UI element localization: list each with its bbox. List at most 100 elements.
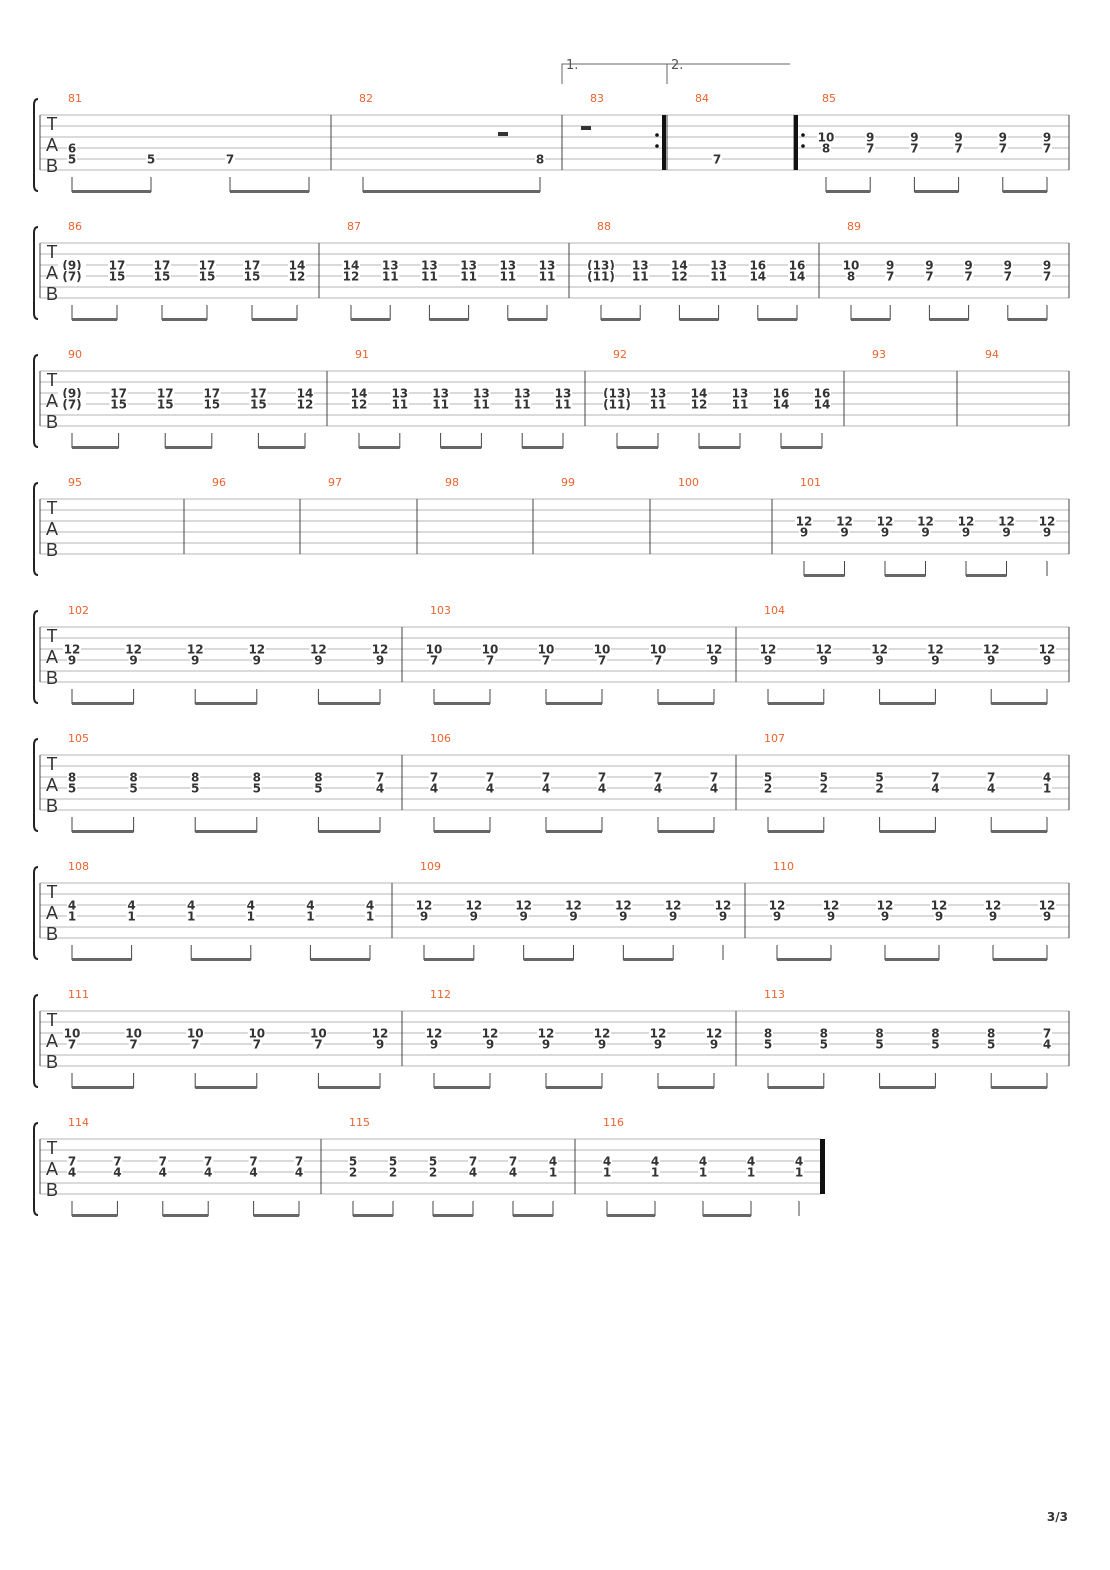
fret-bg xyxy=(650,1155,660,1167)
fret-bg xyxy=(731,398,749,410)
fret-number: 1 xyxy=(1043,782,1051,796)
fret-bg xyxy=(1001,526,1012,538)
fret-number: (13) xyxy=(587,259,615,273)
fret-bg xyxy=(548,1155,558,1167)
fret-bg xyxy=(709,259,728,271)
measure-number: 94 xyxy=(985,348,999,361)
fret-bg xyxy=(425,1027,443,1039)
tab-clef-letter: T xyxy=(47,370,58,390)
fret-number: 17 xyxy=(157,387,174,401)
fret-bg xyxy=(128,654,139,666)
fret-bg xyxy=(593,1027,611,1039)
fret-bg xyxy=(870,643,889,655)
fret-number: 12 xyxy=(796,515,813,529)
fret-number: 8 xyxy=(764,1027,772,1041)
beam xyxy=(914,190,959,193)
fret-number: 9 xyxy=(1043,526,1051,540)
fret-bg xyxy=(431,387,450,399)
fret-bg xyxy=(924,259,935,271)
fret-number: 11 xyxy=(710,270,727,284)
fret-number: 1 xyxy=(247,910,255,924)
fret-number: 13 xyxy=(710,259,727,273)
fret-number: 9 xyxy=(764,654,772,668)
fret-bg xyxy=(874,782,885,794)
fret-number: 9 xyxy=(669,910,677,924)
fret-number: 1 xyxy=(699,1166,707,1180)
fret-number: 10 xyxy=(650,643,667,657)
fret-number: 12 xyxy=(187,643,204,657)
fret-bg xyxy=(649,643,667,655)
beam xyxy=(885,574,926,577)
fret-bg xyxy=(603,398,631,410)
fret-number: 13 xyxy=(499,259,516,273)
fret-bg xyxy=(124,643,143,655)
fret-bg xyxy=(1042,1038,1052,1050)
fret-bg xyxy=(67,771,77,783)
tab-clef-letter: B xyxy=(46,284,58,304)
beam xyxy=(318,1086,380,1089)
fret-bg xyxy=(67,782,77,794)
fret-bg xyxy=(67,1038,77,1050)
fret-bg xyxy=(818,782,829,794)
fret-bg xyxy=(156,398,175,410)
fret-bg xyxy=(190,771,201,783)
system-bracket xyxy=(33,866,39,960)
fret-bg xyxy=(690,387,708,399)
fret-bg xyxy=(429,654,439,666)
fret-number: 5 xyxy=(764,1038,772,1052)
fret-bg xyxy=(251,654,262,666)
fret-bg xyxy=(554,398,572,410)
fret-bg xyxy=(597,771,607,783)
fret-number: 9 xyxy=(962,526,970,540)
fret-bg xyxy=(953,131,964,143)
fret-number: 9 xyxy=(820,654,828,668)
fret-bg xyxy=(225,153,235,165)
fret-number: 7 xyxy=(191,1038,199,1052)
fret-number: 7 xyxy=(598,771,606,785)
fret-number: 15 xyxy=(109,270,126,284)
page-number: 3/3 xyxy=(1046,1510,1068,1524)
fret-number: 12 xyxy=(289,270,306,284)
fret-number: 8 xyxy=(987,1027,995,1041)
beam xyxy=(757,318,797,321)
fret-bg xyxy=(420,270,439,282)
fret-number: 12 xyxy=(836,515,853,529)
fret-number: 9 xyxy=(800,526,808,540)
fret-bg xyxy=(876,515,894,527)
fret-number: 9 xyxy=(253,654,261,668)
fret-bg xyxy=(472,387,491,399)
fret-bg xyxy=(718,910,728,922)
fret-bg xyxy=(112,1166,123,1178)
fret-number: 12 xyxy=(877,515,894,529)
fret-number: 7 xyxy=(430,771,438,785)
fret-bg xyxy=(957,515,975,527)
measure-number: 116 xyxy=(603,1116,624,1129)
fret-number: 11 xyxy=(432,398,449,412)
measure-number: 100 xyxy=(678,476,699,489)
fret-number: 2 xyxy=(764,782,772,796)
fret-bg xyxy=(1038,643,1056,655)
measure-number: 89 xyxy=(847,220,861,233)
fret-number: 4 xyxy=(469,1166,477,1180)
beam xyxy=(523,958,574,961)
fret-number: 7 xyxy=(987,771,995,785)
fret-number: 4 xyxy=(549,1155,557,1169)
fret-number: 5 xyxy=(253,782,261,796)
fret-number: 1 xyxy=(187,910,195,924)
system-bracket xyxy=(33,610,39,704)
fret-number: (11) xyxy=(603,398,631,412)
system-bracket xyxy=(33,98,39,192)
fret-number: 10 xyxy=(125,1027,142,1041)
fret-bg xyxy=(203,1166,214,1178)
fret-bg xyxy=(709,270,728,282)
beam xyxy=(991,1086,1047,1089)
fret-number: 7 xyxy=(159,1155,167,1169)
system-bracket xyxy=(33,482,39,576)
fret-bg xyxy=(568,910,579,922)
fret-bg xyxy=(112,1155,123,1167)
fret-number: 12 xyxy=(650,1027,667,1041)
fret-bg xyxy=(934,910,944,922)
fret-bg xyxy=(126,899,137,911)
fret-number: 9 xyxy=(654,1038,662,1052)
